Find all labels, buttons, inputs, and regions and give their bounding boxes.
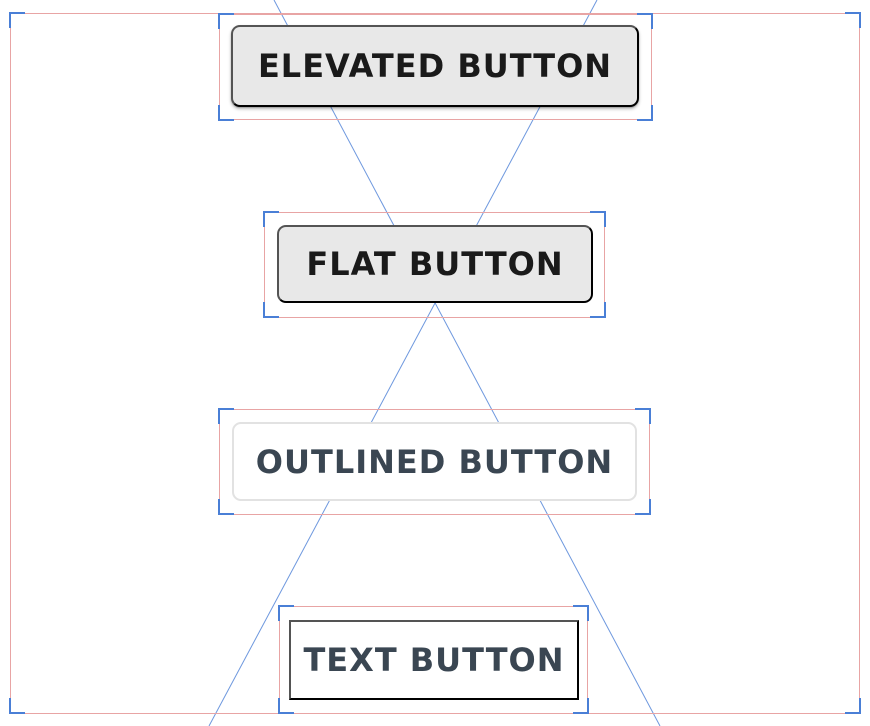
elevated-bounds-corner-top-right [637,13,653,29]
outer-frame-corner-top-right [845,12,861,28]
text-bounds-corner-top-right [573,605,589,621]
flat-button-label: FLAT BUTTON [306,245,564,283]
outlined-bounds-corner-top-right [635,408,651,424]
flat-bounds-corner-top-right [590,211,606,227]
elevated-button-label: ELEVATED BUTTON [257,47,613,85]
flat-button[interactable]: FLAT BUTTON [277,225,593,303]
outlined-button-label: OUTLINED BUTTON [255,442,614,481]
text-button-bounds [279,606,588,714]
outlined-button-bounds [219,409,650,515]
elevated-button-bounds [219,14,652,120]
text-bounds-corner-bottom-left [278,698,294,714]
elevated-bounds-corner-bottom-left [218,105,234,121]
flat-button-bounds [264,212,605,318]
flat-bounds-corner-bottom-left [263,302,279,318]
flat-bounds-corner-top-left [263,211,279,227]
text-button[interactable]: TEXT BUTTON [289,620,579,700]
text-button-label: TEXT BUTTON [303,641,565,679]
outer-frame-corner-top-left [9,12,25,28]
flat-bounds-corner-bottom-right [590,302,606,318]
outlined-button[interactable]: OUTLINED BUTTON [232,422,637,501]
text-bounds-corner-bottom-right [573,698,589,714]
elevated-bounds-corner-top-left [218,13,234,29]
elevated-bounds-corner-bottom-right [637,105,653,121]
outer-frame-corner-bottom-right [845,698,861,714]
text-bounds-corner-top-left [278,605,294,621]
outer-frame-corner-bottom-left [9,698,25,714]
elevated-button[interactable]: ELEVATED BUTTON [231,25,639,107]
outlined-bounds-corner-top-left [218,408,234,424]
outlined-bounds-corner-bottom-left [218,499,234,515]
outlined-bounds-corner-bottom-right [635,499,651,515]
